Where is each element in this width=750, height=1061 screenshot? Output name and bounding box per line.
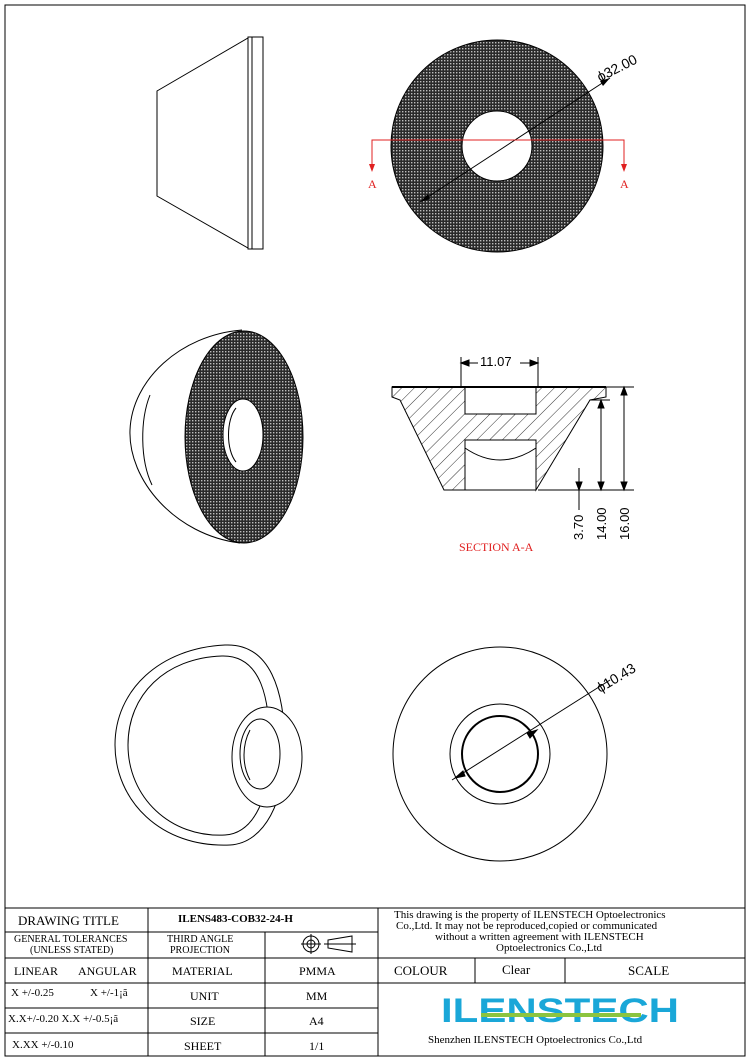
section-line <box>371 139 625 168</box>
bottom-view: ϕ10.43 <box>392 646 638 862</box>
side-view <box>156 36 264 250</box>
material-value: PMMA <box>299 964 336 978</box>
dim-height-mid: 14.00 <box>594 507 609 540</box>
tolerance-x-angular: X +/-1¡ã <box>90 987 128 999</box>
tolerance-xxx: X.XX +/-0.10 <box>12 1039 74 1051</box>
top-view: ϕ32.00 A A <box>368 39 640 253</box>
projection-line1: THIRD ANGLE <box>167 934 234 945</box>
size-value: A4 <box>309 1014 324 1028</box>
sheet-border <box>4 4 746 1057</box>
section-marker-left: A <box>368 177 377 191</box>
title-block <box>4 907 746 1057</box>
dim-hole-width: 11.07 <box>480 354 512 369</box>
sheet-label: SHEET <box>184 1039 222 1053</box>
section-label: SECTION A-A <box>459 540 534 554</box>
company-logo: ILENSTECH <box>441 992 679 1030</box>
sheet-value: 1/1 <box>309 1039 325 1053</box>
linear-label: LINEAR <box>14 964 58 978</box>
svg-text:ILENSTECH: ILENSTECH <box>441 992 679 1030</box>
property-notice-line3: without a written agreement with ILENSTE… <box>435 931 644 943</box>
colour-value: Clear <box>502 962 531 977</box>
dim-height-small: 3.70 <box>571 515 586 540</box>
drawing-title-label: DRAWING TITLE <box>18 913 119 928</box>
general-tolerances-line2: (UNLESS STATED) <box>30 945 114 956</box>
angular-label: ANGULAR <box>78 964 137 978</box>
scale-label: SCALE <box>628 963 670 978</box>
projection-symbol-icon <box>301 934 356 954</box>
dim-bottom-diameter: ϕ10.43 <box>593 660 638 696</box>
general-tolerances-line1: GENERAL TOLERANCES <box>14 934 128 945</box>
colour-label: COLOUR <box>394 963 448 978</box>
tolerance-xx: X.X+/-0.20 X.X +/-0.5¡ã <box>8 1013 119 1025</box>
property-notice-line4: Optoelectronics Co.,Ltd <box>496 942 603 954</box>
size-label: SIZE <box>190 1014 216 1028</box>
dim-outer-diameter: ϕ32.00 <box>594 51 640 85</box>
drawing-title-value: ILENS483-COB32-24-H <box>178 913 293 925</box>
material-label: MATERIAL <box>172 964 233 978</box>
isometric-bottom-view <box>114 644 303 846</box>
unit-label: UNIT <box>190 989 219 1003</box>
section-view: 11.07 3.70 14.00 16.00 SECTION A-A <box>391 354 634 554</box>
isometric-top-view <box>129 329 304 544</box>
property-notice-line1: This drawing is the property of ILENSTEC… <box>394 909 666 921</box>
dim-height-total: 16.00 <box>617 507 632 540</box>
tolerance-x: X +/-0.25 <box>11 987 54 999</box>
projection-line2: PROJECTION <box>170 945 231 956</box>
unit-value: MM <box>306 989 328 1003</box>
company-name: Shenzhen ILENSTECH Optoelectronics Co.,L… <box>428 1034 643 1046</box>
section-marker-right: A <box>620 177 629 191</box>
property-notice-line2: Co.,Ltd. It may not be reproduced,copied… <box>396 920 658 932</box>
